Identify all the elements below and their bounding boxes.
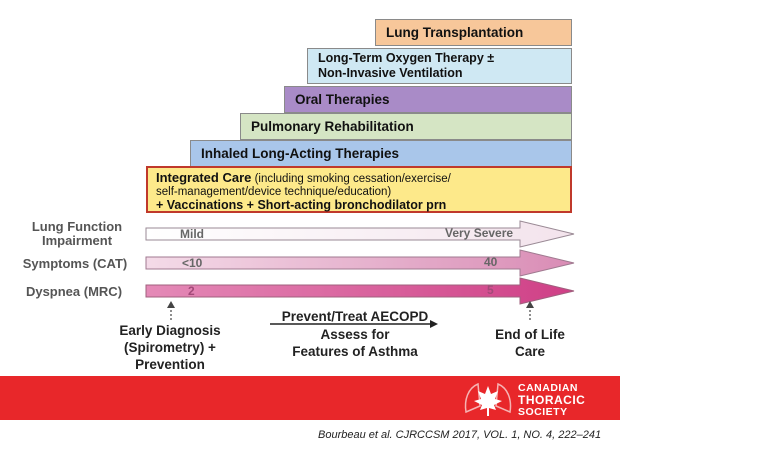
logo-line3: SOCIETY bbox=[518, 406, 568, 418]
end-line2: Care bbox=[514, 344, 546, 359]
early-line2: (Spirometry) + bbox=[124, 340, 216, 355]
assess-line2: Features of Asthma bbox=[292, 344, 418, 359]
integrated-title: Integrated Care bbox=[156, 170, 252, 185]
logo-line1: CANADIAN bbox=[518, 382, 578, 394]
footer-band bbox=[0, 376, 620, 420]
early-line1: Early Diagnosis bbox=[119, 323, 221, 338]
row-label-symptoms: Symptoms (CAT) bbox=[22, 256, 128, 271]
assess-label: Assess for Features of Asthma bbox=[255, 326, 455, 360]
early-diagnosis-label: Early Diagnosis (Spirometry) + Preventio… bbox=[100, 322, 240, 373]
maple-leaf-lungs-icon bbox=[464, 382, 512, 416]
step-oxygen-therapy: Long-Term Oxygen Therapy ± Non-Invasive … bbox=[307, 48, 572, 84]
step-oxygen-line2: Non-Invasive Ventilation bbox=[318, 66, 463, 80]
citation: Bourbeau et al. CJRCCSM 2017, VOL. 1, NO… bbox=[318, 429, 602, 441]
symptoms-start: <10 bbox=[182, 256, 203, 270]
lung-function-end: Very Severe bbox=[445, 226, 514, 240]
prevent-label: Prevent/Treat AECOPD bbox=[281, 309, 429, 324]
integrated-detail3: + Vaccinations + Short-acting bronchodil… bbox=[156, 198, 447, 212]
lung-function-line1: Lung Function bbox=[31, 219, 123, 234]
step-oxygen-line1: Long-Term Oxygen Therapy ± bbox=[318, 51, 495, 65]
step-oral-label: Oral Therapies bbox=[295, 92, 390, 107]
step-oral-therapies: Oral Therapies bbox=[284, 86, 572, 113]
symptoms-end: 40 bbox=[484, 255, 498, 269]
integrated-detail1: (including smoking cessation/exercise/ bbox=[251, 173, 451, 185]
integrated-detail2: self-management/device technique/educati… bbox=[156, 186, 392, 198]
row-label-dyspnea: Dyspnea (MRC) bbox=[25, 284, 123, 299]
step-lung-transplantation-label: Lung Transplantation bbox=[386, 25, 524, 40]
step-pulmonary-rehab: Pulmonary Rehabilitation bbox=[240, 113, 572, 140]
step-inhaled-label: Inhaled Long-Acting Therapies bbox=[201, 146, 400, 161]
step-lung-transplantation: Lung Transplantation bbox=[375, 19, 572, 46]
symptoms-arrow bbox=[145, 249, 575, 277]
step-integrated-care: Integrated Care (including smoking cessa… bbox=[146, 166, 572, 213]
logo-line2: THORACIC bbox=[518, 393, 586, 407]
early-line3: Prevention bbox=[135, 357, 205, 372]
end-of-life-label: End of Life Care bbox=[470, 326, 590, 360]
lung-function-line2: Impairment bbox=[41, 233, 113, 248]
step-inhaled-therapies: Inhaled Long-Acting Therapies bbox=[190, 140, 572, 167]
step-pulm-label: Pulmonary Rehabilitation bbox=[251, 119, 414, 134]
assess-line1: Assess for bbox=[320, 327, 390, 342]
dyspnea-arrow bbox=[145, 277, 575, 305]
lung-function-start: Mild bbox=[180, 227, 204, 241]
dyspnea-end: 5 bbox=[487, 283, 494, 297]
dyspnea-start: 2 bbox=[188, 284, 195, 298]
row-label-lung-function: Lung Function Impairment bbox=[22, 220, 132, 248]
logo-text: CANADIAN THORACIC SOCIETY bbox=[518, 382, 585, 418]
end-line1: End of Life bbox=[495, 327, 565, 342]
